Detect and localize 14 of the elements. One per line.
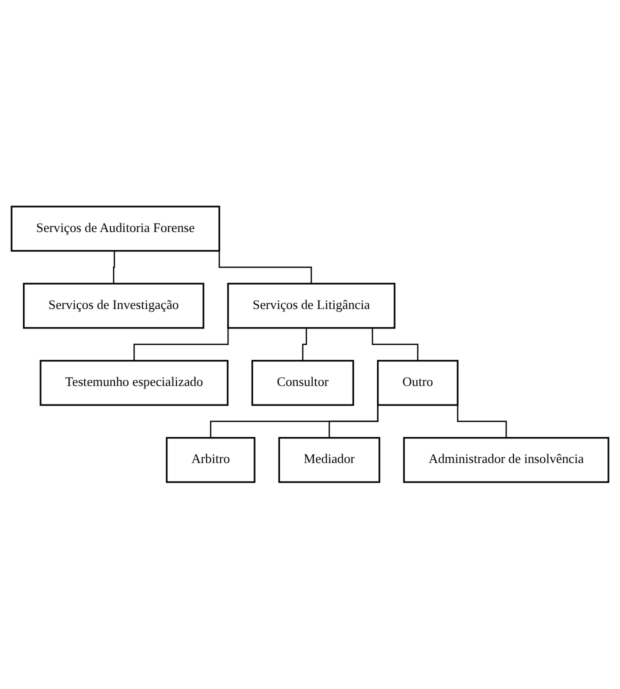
connector bbox=[113, 251, 115, 284]
node-box bbox=[166, 437, 256, 484]
node-box bbox=[227, 282, 396, 329]
connector bbox=[372, 328, 418, 362]
node-box bbox=[251, 360, 354, 406]
node-box bbox=[278, 437, 380, 484]
connector bbox=[218, 249, 312, 284]
node-box bbox=[40, 360, 228, 406]
node-box bbox=[403, 437, 610, 484]
node-box bbox=[10, 206, 220, 252]
connector bbox=[302, 328, 307, 362]
node-box bbox=[377, 360, 458, 406]
node-box bbox=[22, 282, 204, 329]
org-chart-drawing: Serviços de Auditoria Forense Serviços de Investigação Serviços de Litigância Testemunho especializado Consultor Outro Arbitro Mediador Administrador de insolvência bbox=[5, 200, 615, 489]
